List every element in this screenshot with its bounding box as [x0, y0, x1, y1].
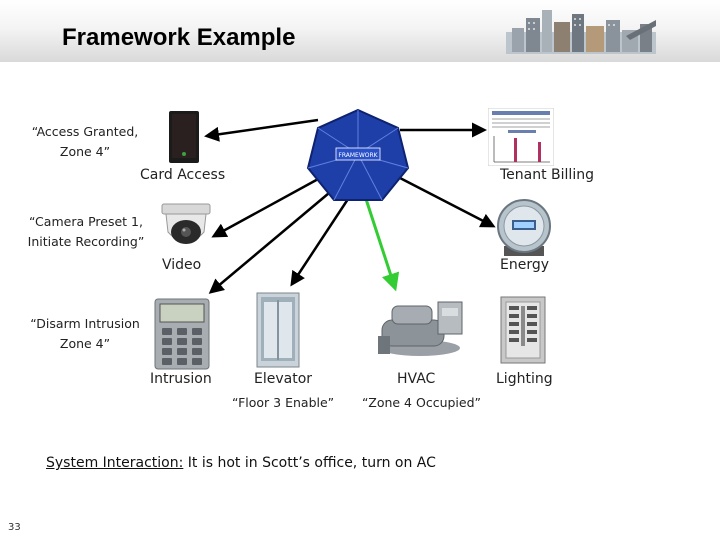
- page-number: 33: [8, 522, 21, 533]
- card-access-label: Card Access: [140, 167, 226, 183]
- arrow-to-energy: [399, 176, 496, 228]
- svg-text:FRAMEWORK: FRAMEWORK: [338, 152, 378, 159]
- chiller-icon: [378, 301, 463, 356]
- zone-occupied-message: “Zone 4 Occupied”: [362, 395, 481, 410]
- arrow-to-elevator: [290, 195, 352, 287]
- energy-label: Energy: [500, 257, 550, 273]
- dome-camera-icon: [161, 203, 211, 244]
- floor-enable-message: “Floor 3 Enable”: [232, 395, 335, 410]
- billing-report-icon: [488, 108, 554, 166]
- access-granted-message: “Access Granted, Zone 4”: [31, 124, 139, 159]
- video-label: Video: [162, 257, 202, 273]
- card-reader-icon: [169, 111, 199, 163]
- disarm-intrusion-message: “Disarm Intrusion Zone 4”: [30, 316, 140, 351]
- lighting-panel-icon: [500, 296, 546, 364]
- hvac-label: HVAC: [397, 371, 436, 387]
- keypad-icon: [154, 298, 210, 370]
- elevator-label: Elevator: [254, 371, 313, 387]
- system-interaction-note: System Interaction: It is hot in Scott’s…: [46, 455, 436, 471]
- arrow-to-video: [211, 176, 321, 238]
- page-title: Framework Example: [62, 24, 296, 51]
- arrow-to-hvac: [363, 195, 400, 292]
- arrow-to-card-access: [204, 118, 319, 142]
- lighting-label: Lighting: [496, 371, 553, 387]
- tenant-billing-label: Tenant Billing: [500, 167, 594, 183]
- system-interaction-text: It is hot in Scott’s office, turn on AC: [187, 455, 436, 471]
- arrow-to-intrusion: [208, 187, 336, 294]
- elevator-icon: [256, 292, 300, 368]
- camera-preset-message: “Camera Preset 1, Initiate Recording”: [27, 214, 145, 249]
- city-skyline-logo: [506, 10, 656, 54]
- framework-hub-icon: FRAMEWORK: [306, 108, 410, 201]
- intrusion-label: Intrusion: [150, 371, 212, 387]
- system-interaction-label: System Interaction:: [46, 455, 184, 471]
- electric-meter-icon: [497, 199, 551, 256]
